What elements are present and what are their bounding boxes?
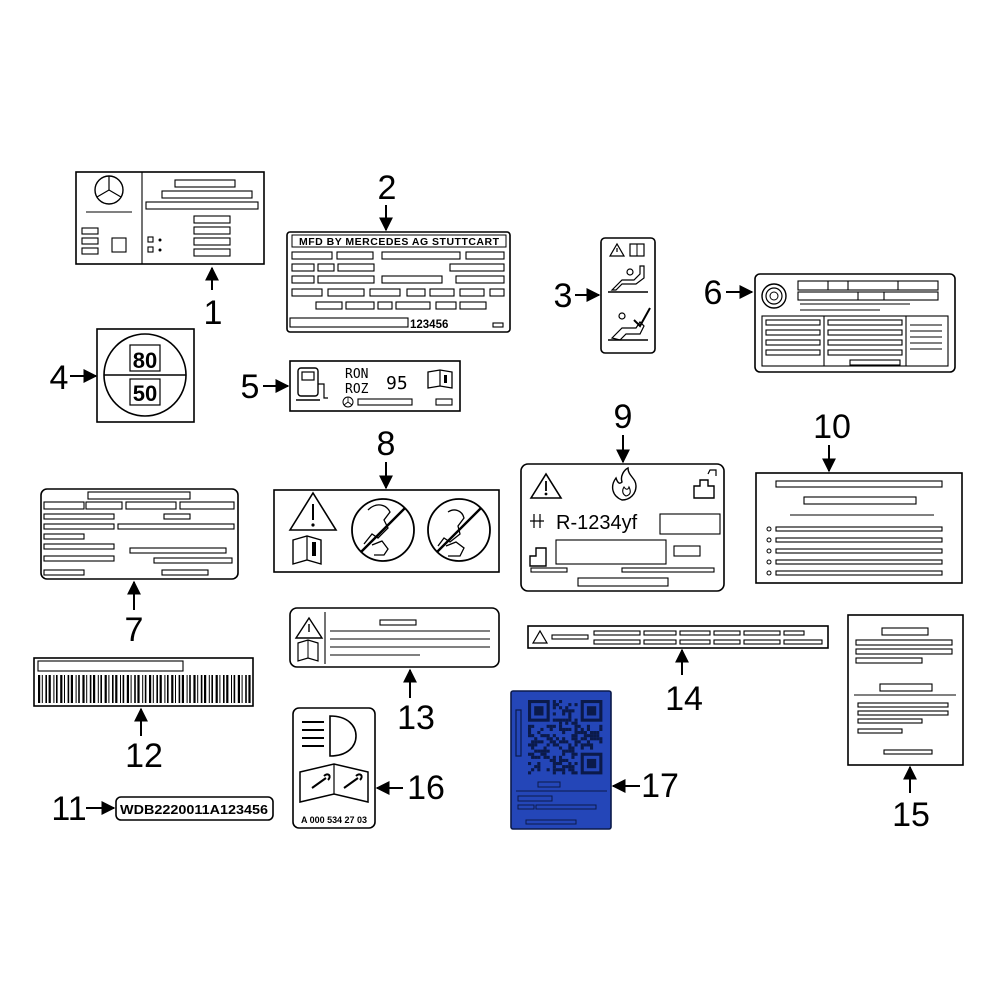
child-seat-check-icon [608, 307, 651, 341]
fuel-pump-icon [296, 367, 328, 401]
label-4: 80 50 [96, 328, 195, 423]
leader-arrows [70, 205, 917, 815]
mercedes-star-icon [94, 175, 124, 205]
barcode [38, 675, 251, 703]
label-4-top-value: 80 [133, 348, 157, 373]
callout-3: 3 [554, 277, 573, 315]
warning-triangle-icon [529, 472, 563, 499]
warning-triangle-icon [531, 629, 549, 644]
warning-triangle-icon [288, 491, 338, 531]
child-seat-icon [608, 265, 648, 293]
manual-book-icon [292, 535, 322, 565]
callout-14: 14 [665, 680, 703, 718]
compressor-icon [529, 547, 547, 567]
label-10 [755, 472, 963, 584]
callout-12: 12 [125, 737, 163, 775]
warning-triangle-icon [608, 242, 626, 257]
label-17 [510, 690, 612, 830]
ac-symbol-icon [530, 514, 544, 528]
label-14 [527, 625, 829, 649]
label-9: R-1234yf [520, 463, 725, 592]
callout-1: 1 [204, 294, 223, 332]
callout-6: 6 [704, 274, 723, 312]
callout-10: 10 [813, 408, 851, 446]
headlight-icon [302, 715, 357, 757]
manual-book-icon [297, 639, 319, 662]
callout-8: 8 [377, 425, 396, 463]
tire-icon [761, 283, 787, 309]
manual-book-icon [629, 243, 645, 257]
callout-15: 15 [892, 796, 930, 834]
wrench-book-icon [299, 763, 369, 803]
callout-11: 11 [51, 790, 86, 828]
callout-13: 13 [397, 699, 435, 737]
label-12 [33, 657, 254, 707]
callout-5: 5 [241, 368, 260, 406]
label-4-bottom-value: 50 [133, 381, 157, 406]
label-2-header: MFD BY MERCEDES AG STUTTCART [299, 236, 500, 248]
label-2: MFD BY MERCEDES AG STUTTCART 123456 [286, 231, 511, 333]
label-16: A 000 534 27 03 [292, 707, 376, 829]
no-touch-icon [351, 498, 415, 562]
label-6 [754, 273, 956, 373]
mercedes-star-icon [342, 396, 354, 408]
label-11: WDB2220011A123456 [115, 796, 274, 821]
label-5-ron: RON [345, 367, 368, 382]
label-13 [289, 607, 500, 668]
bullet-list [766, 526, 943, 576]
callout-numbers: 1 2 3 4 5 6 7 8 9 10 11 12 13 14 15 16 1… [50, 169, 930, 834]
label-1 [75, 171, 265, 265]
label-5-roz: ROZ [345, 382, 369, 397]
callout-2: 2 [378, 169, 397, 207]
label-11-vin: WDB2220011A123456 [120, 802, 268, 817]
callout-17: 17 [641, 767, 679, 805]
manual-book-icon [427, 369, 453, 389]
label-2-number: 123456 [410, 319, 448, 331]
label-7 [40, 488, 239, 580]
label-5-octane: 95 [386, 373, 408, 394]
warning-triangle-icon [294, 616, 324, 639]
callout-16: 16 [407, 769, 445, 807]
qr-code-icon [528, 700, 603, 775]
label-9-refrigerant: R-1234yf [556, 512, 638, 534]
label-15 [847, 614, 964, 766]
label-8 [273, 489, 500, 573]
callout-7: 7 [125, 611, 144, 649]
engine-icon [693, 469, 717, 499]
flame-icon [611, 466, 637, 501]
label-5: RON ROZ 95 [289, 360, 461, 412]
label-16-part-number: A 000 534 27 03 [301, 815, 367, 825]
no-touch-icon [427, 498, 491, 562]
callout-9: 9 [614, 398, 633, 436]
label-3 [600, 237, 656, 354]
callout-4: 4 [50, 359, 69, 397]
